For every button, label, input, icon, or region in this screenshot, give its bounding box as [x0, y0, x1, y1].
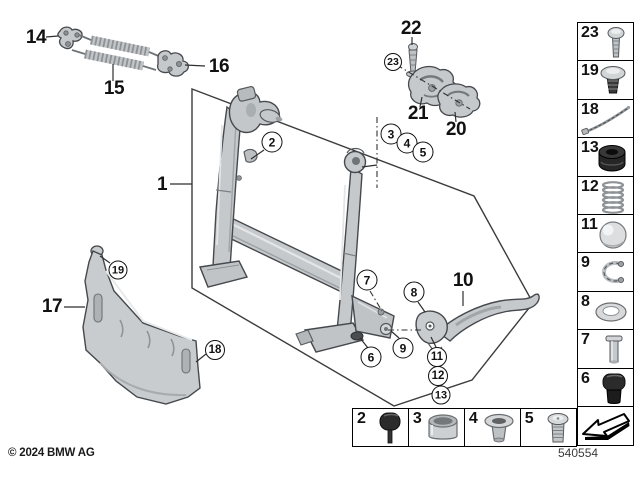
legend-cell-8[interactable]: 8	[577, 290, 634, 331]
center-lines	[369, 64, 471, 331]
callout-11[interactable]: 11	[427, 347, 447, 367]
legend-cell-13[interactable]: 13	[577, 137, 634, 178]
legend-number: 5	[524, 410, 534, 427]
callout-7[interactable]: 7	[356, 269, 378, 291]
part-label-22[interactable]: 22	[400, 18, 422, 39]
callout-12[interactable]: 12	[428, 366, 448, 386]
callout-5[interactable]: 5	[412, 141, 434, 163]
legend-cell-18[interactable]: 18	[577, 98, 634, 139]
legend-cell-12[interactable]: 12	[577, 175, 634, 216]
legend-number: 9	[581, 254, 590, 272]
legend-cell-23[interactable]: 23	[577, 22, 634, 62]
part-label-20[interactable]: 20	[445, 119, 467, 140]
screw-icon	[607, 27, 625, 58]
legend-cell-7[interactable]: 7	[577, 329, 634, 370]
sleeve-icon	[428, 414, 459, 440]
callout-9[interactable]: 9	[392, 337, 414, 359]
legend-cell-5[interactable]: 5	[519, 408, 578, 447]
legend-number: 23	[581, 24, 599, 41]
legend-cell-continue[interactable]	[577, 406, 634, 447]
rubber-plug-icon	[379, 412, 400, 444]
callout-8[interactable]: 8	[403, 281, 425, 303]
assembly-boundary-outline	[191, 87, 534, 407]
coil-spring-icon	[601, 180, 625, 214]
part-label-1[interactable]: 1	[156, 174, 168, 195]
part-label-14[interactable]: 14	[25, 27, 47, 48]
spring-set-drawing	[57, 26, 190, 77]
parts-legend-row: 2 3 4 5	[352, 408, 578, 447]
legend-number: 7	[581, 331, 590, 349]
callout-6[interactable]: 6	[360, 346, 382, 368]
protection-plate-drawing	[82, 245, 201, 405]
callout-18[interactable]: 18	[205, 340, 225, 360]
legend-cell-2[interactable]: 2	[352, 408, 410, 447]
legend-number: 11	[581, 216, 598, 234]
legend-cell-11[interactable]: 11	[577, 214, 634, 255]
center-stand-drawing	[199, 86, 395, 353]
clevis-pin-icon	[605, 335, 623, 364]
part-label-10[interactable]: 10	[452, 270, 474, 291]
legend-number: 6	[581, 369, 590, 387]
copyright-notice: © 2024 BMW AG	[8, 447, 95, 459]
legend-cell-6[interactable]: 6	[577, 367, 634, 408]
cable-tie-icon	[581, 105, 631, 135]
legend-number: 2	[357, 410, 366, 427]
legend-number: 4	[468, 410, 478, 427]
parts-legend-column: 23 19 18	[577, 22, 634, 447]
legend-cell-19[interactable]: 19	[577, 60, 634, 101]
legend-number: 3	[412, 410, 422, 427]
part-label-21[interactable]: 21	[407, 103, 429, 124]
part-label-17[interactable]: 17	[41, 296, 63, 317]
rubber-buffer-icon	[602, 373, 626, 404]
washer-icon	[595, 302, 627, 322]
legend-number: 13	[581, 139, 599, 157]
part-label-15[interactable]: 15	[103, 78, 125, 99]
flanged-bushing-icon	[484, 413, 514, 443]
page-continue-arrow-icon	[582, 413, 630, 441]
legend-number: 8	[581, 292, 590, 310]
legend-cell-3[interactable]: 3	[407, 408, 466, 447]
legend-number: 12	[581, 177, 599, 195]
grommet-icon	[598, 145, 626, 172]
legend-number: 18	[581, 100, 599, 118]
callout-13[interactable]: 13	[431, 385, 451, 405]
diagram-number: 540554	[558, 446, 599, 460]
expansion-rivet-icon	[600, 66, 626, 94]
callout-19[interactable]: 19	[108, 260, 128, 280]
leader-lines	[45, 35, 464, 363]
ball-icon	[599, 221, 627, 249]
part-label-16[interactable]: 16	[208, 56, 230, 77]
legend-cell-9[interactable]: 9	[577, 252, 634, 293]
callout-2[interactable]: 2	[261, 131, 283, 153]
legend-cell-4[interactable]: 4	[463, 408, 522, 447]
snap-ring-icon	[602, 261, 625, 284]
callout-23[interactable]: 23	[384, 53, 402, 71]
screw-bolt-icon	[547, 413, 569, 443]
legend-number: 19	[581, 62, 599, 80]
